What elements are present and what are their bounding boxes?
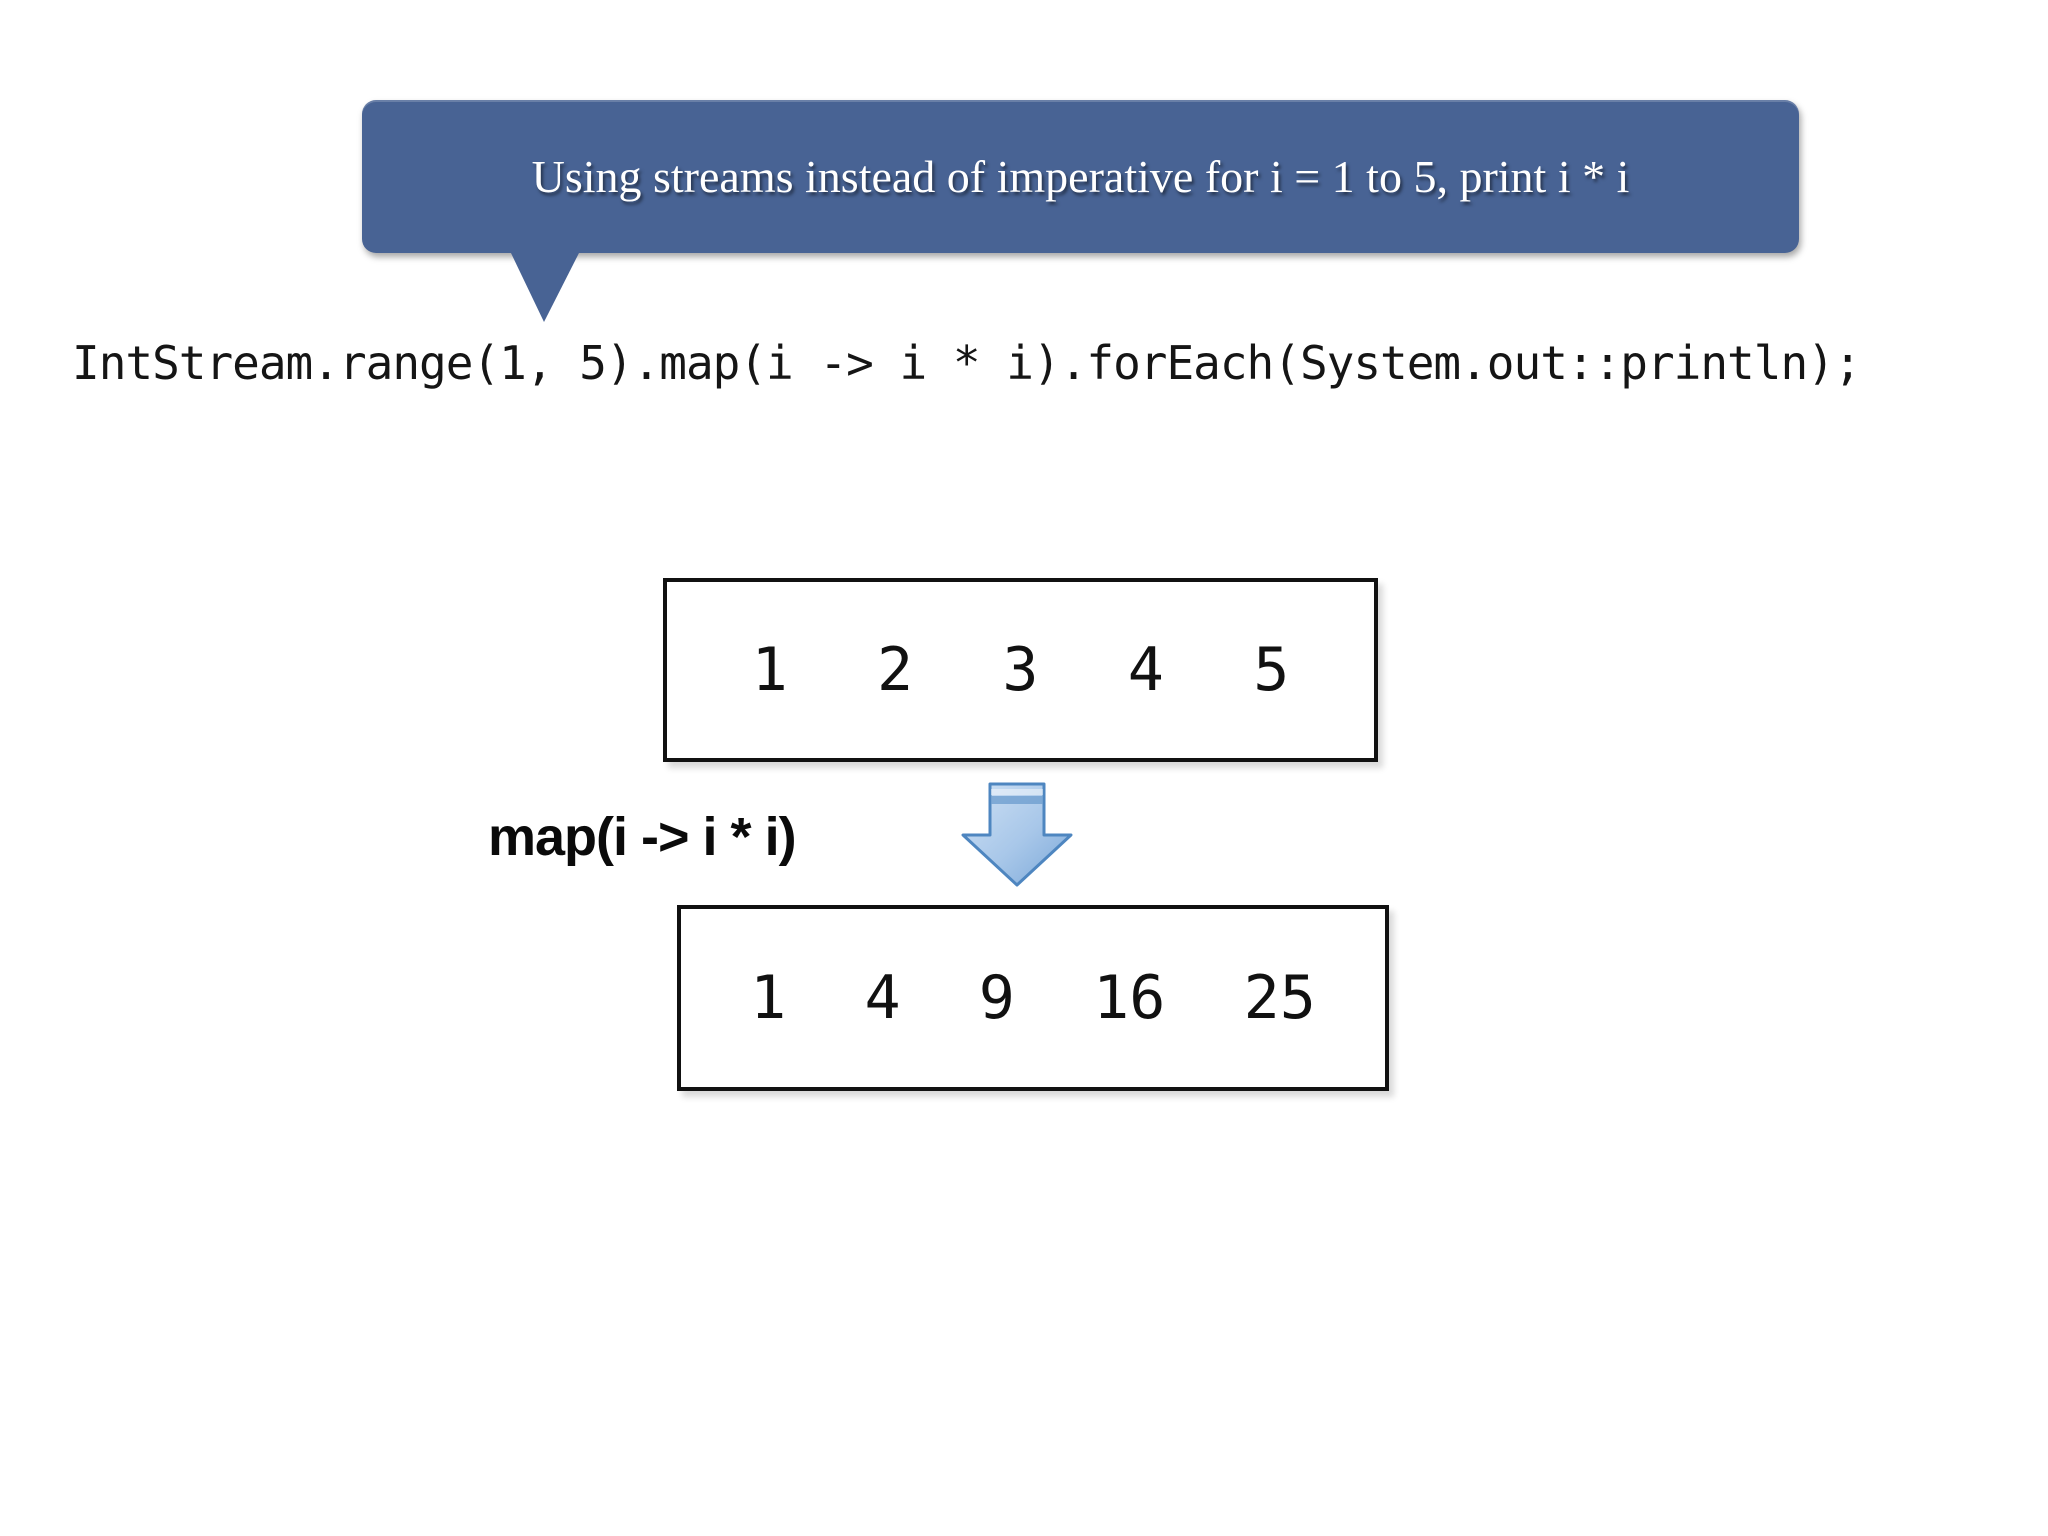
stream-input-box: 1 2 3 4 5	[663, 578, 1378, 762]
callout-text: Using streams instead of imperative for …	[531, 151, 1630, 202]
callout-tail	[510, 251, 580, 322]
callout-bubble: Using streams instead of imperative for …	[362, 100, 1799, 253]
input-value: 3	[1002, 635, 1039, 705]
output-value: 9	[978, 963, 1015, 1033]
arrow-bevel-highlight	[991, 789, 1043, 795]
output-value: 25	[1243, 963, 1316, 1033]
input-value: 5	[1253, 635, 1290, 705]
down-arrow-body	[961, 782, 1073, 887]
map-operation-label: map(i -> i * i)	[488, 807, 797, 867]
input-value: 2	[877, 635, 914, 705]
arrow-bevel-shade	[991, 796, 1043, 804]
output-value: 16	[1093, 963, 1166, 1033]
output-value: 4	[864, 963, 901, 1033]
output-value: 1	[750, 963, 787, 1033]
java-code-line: IntStream.range(1, 5).map(i -> i * i).fo…	[72, 336, 1862, 390]
callout-tail-shape	[510, 251, 580, 322]
input-value: 1	[751, 635, 788, 705]
stream-output-box: 1 4 9 16 25	[677, 905, 1389, 1091]
down-arrow-icon	[961, 782, 1073, 887]
input-value: 4	[1127, 635, 1164, 705]
